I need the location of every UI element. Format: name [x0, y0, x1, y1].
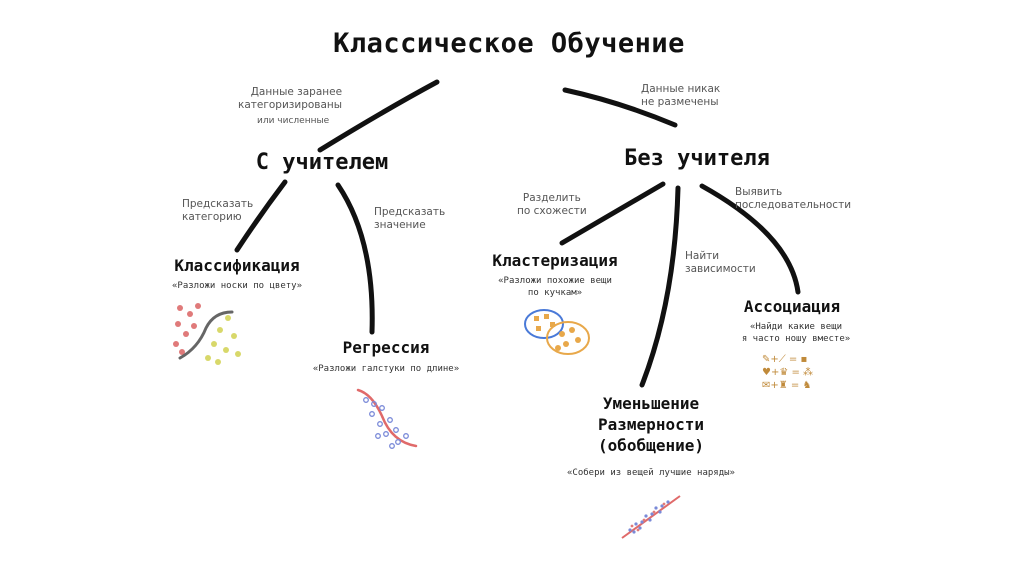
dimensionality-label-line-2: Размерности — [598, 415, 704, 434]
classification-example: «Разложи носки по цвету» — [171, 281, 303, 291]
regression-edge-note: Предсказать значение — [374, 206, 445, 232]
edge-title-supervised — [317, 79, 440, 153]
edge-unsupervised-association — [699, 183, 801, 295]
regression-illustration — [356, 388, 418, 449]
edge-unsupervised-clustering — [559, 181, 666, 246]
dimensionality-node: Уменьшение Размерности (обобщение) — [598, 393, 704, 456]
association-edge-note-line-1: Выявить — [735, 186, 783, 198]
clustering-illustration — [524, 309, 590, 355]
classification-edge-note-line-2: категорию — [182, 211, 242, 223]
dimensionality-edge-note-line-2: зависимости — [685, 263, 756, 275]
edge-unsupervised-dimensionality — [639, 185, 681, 388]
supervised-edge-note: Данные заранее категоризированы — [238, 86, 342, 112]
regression-example: «Разложи галстуки по длине» — [312, 364, 460, 374]
dimensionality-label-line-3: (обобщение) — [598, 436, 704, 455]
edge-supervised-regression — [335, 182, 375, 335]
clustering-example-line-1: «Разложи похожие вещи — [498, 276, 612, 286]
supervised-node: С учителем — [255, 150, 389, 175]
clustering-edge-note: Разделить по схожести — [517, 192, 587, 218]
unsupervised-node: Без учителя — [624, 146, 770, 171]
unsupervised-edge-note-line-2: не размечены — [641, 96, 719, 108]
association-node: Ассоциация — [743, 297, 841, 316]
association-example: «Найди какие вещи я часто ношу вместе» — [742, 321, 850, 345]
supervised-edge-note-small: или численные — [257, 116, 330, 126]
association-illustration-row-3: ✉+♜ = ♞ — [762, 380, 812, 391]
association-edge-note: Выявить последовательности — [735, 186, 851, 212]
association-illustration-row-2: ♥+♛ = ⁂ — [762, 367, 814, 378]
dimensionality-example: «Собери из вещей лучшие наряды» — [567, 468, 735, 478]
clustering-example-line-2: по кучкам» — [527, 288, 583, 298]
association-example-line-1: «Найди какие вещи — [749, 322, 843, 332]
clustering-edge-note-line-2: по схожести — [517, 205, 587, 217]
supervised-edge-note-line-2: категоризированы — [238, 99, 343, 111]
association-edge-note-line-2: последовательности — [735, 199, 852, 211]
classification-illustration — [173, 303, 241, 365]
regression-node: Регрессия — [342, 338, 430, 357]
clustering-example: «Разложи похожие вещи по кучкам» — [498, 275, 612, 299]
regression-edge-note-line-1: Предсказать — [374, 206, 446, 218]
unsupervised-edge-note-line-1: Данные никак — [641, 83, 721, 95]
classification-node: Классификация — [174, 256, 300, 275]
classification-edge-note-line-1: Предсказать — [182, 198, 254, 210]
edge-title-unsupervised — [562, 87, 678, 128]
association-illustration: ✎+⟋ = ▪ ♥+♛ = ⁂ ✉+♜ = ♞ — [762, 353, 813, 392]
association-illustration-row-1: ✎+⟋ = ▪ — [762, 354, 808, 365]
edge-supervised-classification — [234, 179, 288, 253]
association-example-line-2: я часто ношу вместе» — [741, 334, 851, 344]
unsupervised-edge-note: Данные никак не размечены — [641, 83, 720, 109]
clustering-edge-note-line-1: Разделить — [522, 192, 581, 204]
dimensionality-edge-note: Найти зависимости — [685, 250, 756, 276]
diagram-title: Классическое Обучение — [333, 28, 685, 59]
clustering-node: Кластеризация — [492, 251, 618, 270]
classification-edge-note: Предсказать категорию — [182, 198, 253, 224]
dimensionality-edge-note-line-1: Найти — [685, 250, 720, 262]
dimensionality-illustration — [621, 495, 681, 539]
regression-edge-note-line-2: значение — [374, 219, 426, 231]
dimensionality-label-line-1: Уменьшение — [602, 394, 700, 413]
supervised-edge-note-line-1: Данные заранее — [250, 86, 343, 98]
